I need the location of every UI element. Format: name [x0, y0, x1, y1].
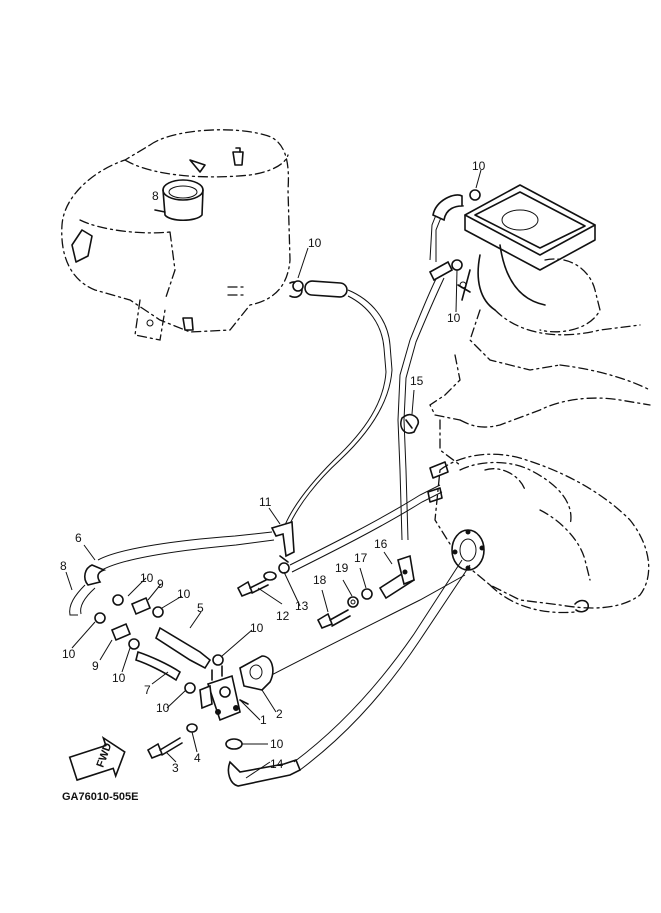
- callout-10-f: 10: [156, 701, 170, 715]
- callout-4: 4: [194, 751, 201, 765]
- callout-10-e: 10: [112, 671, 126, 685]
- callout-9-b: 9: [92, 659, 99, 673]
- diagram-code: GA76010-505E: [62, 791, 138, 803]
- callout-10-top: 10: [472, 159, 486, 173]
- callout-13: 13: [295, 599, 309, 613]
- callout-11: 11: [259, 495, 272, 509]
- callout-6: 6: [75, 531, 82, 545]
- fuel-hoses: [69, 194, 471, 787]
- callout-12: 12: [276, 609, 290, 623]
- callout-8-hose: 8: [60, 559, 67, 573]
- callout-10-b: 10: [177, 587, 191, 601]
- callout-10-carb: 10: [447, 311, 461, 325]
- callout-16: 16: [374, 537, 388, 551]
- callout-10-g: 10: [270, 737, 284, 751]
- callout-1: 1: [260, 713, 267, 727]
- callout-15: 15: [410, 374, 424, 388]
- callout-5: 5: [197, 601, 204, 615]
- callout-19: 19: [335, 561, 349, 575]
- callout-2: 2: [276, 707, 283, 721]
- carburetor-and-engine-outline: [400, 184, 651, 614]
- hardware-parts: [94, 189, 481, 760]
- callout-17: 17: [354, 551, 368, 565]
- leader-lines: [65, 169, 482, 779]
- callout-10-d: 10: [62, 647, 76, 661]
- callout-7: 7: [144, 683, 151, 697]
- fuel-tank: [61, 129, 291, 341]
- callout-numbers: 10 10 8 10 15 11 6 16 8 10 9 10 19 17 18…: [60, 159, 486, 775]
- callout-18: 18: [313, 573, 327, 587]
- callout-10-a: 10: [140, 571, 154, 585]
- callout-10-tank: 10: [308, 236, 322, 250]
- fwd-direction-arrow: [68, 735, 126, 782]
- callout-8: 8: [152, 189, 159, 203]
- callout-3: 3: [172, 761, 179, 775]
- callout-9-a: 9: [157, 577, 164, 591]
- callout-10-c: 10: [250, 621, 264, 635]
- callout-14: 14: [270, 757, 284, 771]
